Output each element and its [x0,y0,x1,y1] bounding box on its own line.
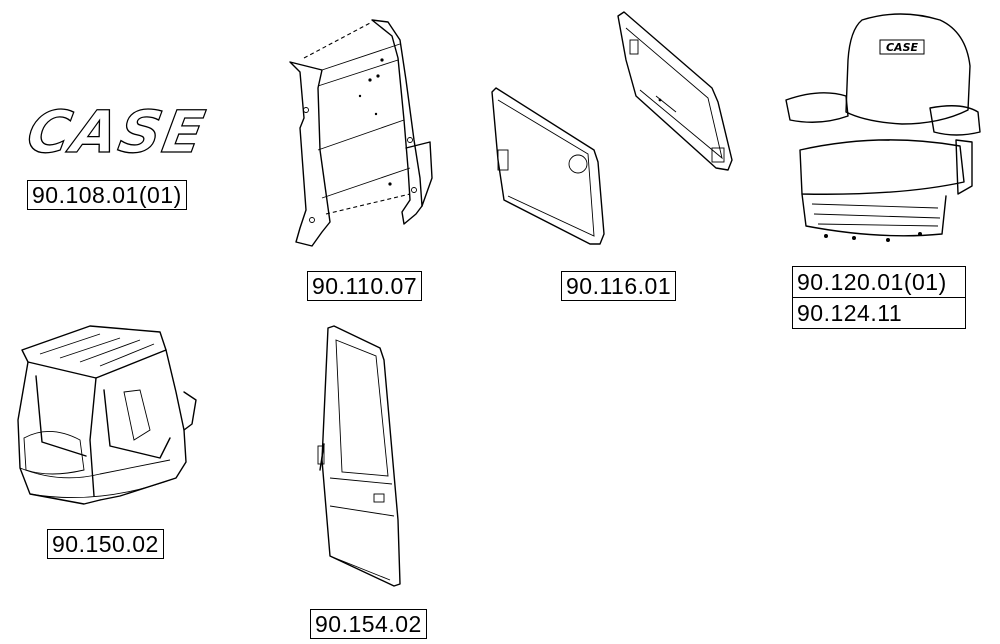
cab-drawing[interactable] [17,325,197,505]
door-glass-right-drawing[interactable] [617,11,733,171]
ref-label-door[interactable]: 90.154.02 [310,609,427,639]
ref-label-seat: 90.120.01(01) 90.124.11 [792,266,966,329]
case-logo-text: CASE [22,98,211,165]
ref-text: 90.116.01 [566,273,672,299]
case-logo[interactable]: CASE [22,98,212,167]
seat-badge-text: CASE [886,41,919,54]
side-panel-drawing[interactable] [289,19,433,247]
ref-label-seat-1[interactable]: 90.120.01(01) [797,269,947,295]
seat-drawing[interactable]: CASE [785,13,981,242]
ref-label-side-panel[interactable]: 90.110.07 [307,271,423,301]
ref-label-seat-2[interactable]: 90.124.11 [793,297,965,328]
door-drawing[interactable] [317,325,401,587]
ref-label-cab[interactable]: 90.150.02 [47,529,164,559]
ref-text: 90.154.02 [315,611,422,637]
ref-label-door-glass[interactable]: 90.116.01 [561,271,677,301]
ref-text: 90.108.01(01) [32,182,182,208]
ref-text: 90.150.02 [52,531,159,557]
door-glass-left-drawing[interactable] [491,87,605,245]
ref-label-logo[interactable]: 90.108.01(01) [27,180,187,210]
ref-text: 90.110.07 [312,273,418,299]
